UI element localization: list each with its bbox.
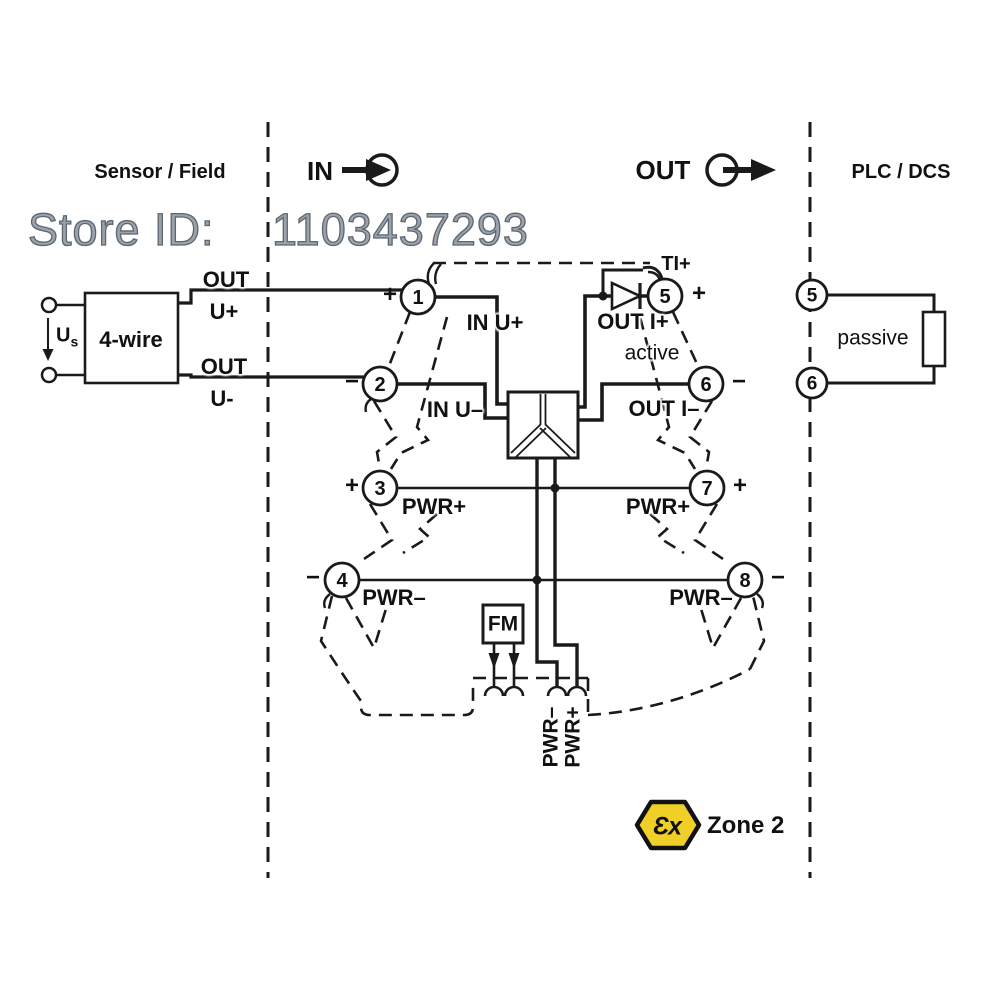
out-i-minus-label: OUT I–: [628, 396, 700, 421]
supply-voltage-subscript: s: [70, 333, 79, 350]
terminal-6: [687, 365, 725, 403]
fm-arrowhead-right: [508, 653, 520, 669]
out-i-plus-label: OUT I+: [597, 309, 669, 334]
in-zone-label: IN: [307, 156, 333, 186]
terminal-3-sign: +: [344, 472, 360, 499]
zone-2-label: Zone 2: [707, 812, 785, 839]
junction-dot-pwr-plus: [550, 483, 560, 493]
terminal-2: [361, 365, 399, 403]
ex-hexagon: [634, 799, 702, 851]
sensor-out-u-minus-wire: [178, 373, 366, 379]
out-arrowhead: [751, 159, 776, 181]
pwr-minus-bottom-label: PWR–: [539, 706, 563, 768]
plc-terminal-6: [795, 366, 829, 400]
in-u-minus-wire: [397, 382, 508, 420]
supply-voltage-symbol: U: [56, 324, 71, 347]
terminal-7-sign: +: [732, 472, 748, 499]
out-zone-label: OUT: [635, 155, 691, 185]
terminal-3-number: 3: [374, 478, 386, 500]
terminal-1-number: 1: [412, 287, 424, 309]
watermark-store-id-value: 1103437293: [271, 204, 529, 255]
fm-label: FM: [487, 612, 519, 636]
plc-dcs-zone-label: PLC / DCS: [851, 161, 951, 183]
terminal-1-sign: +: [382, 281, 398, 308]
watermark-store-id: Store ID:: [27, 204, 215, 255]
four-wire-sensor-box: [83, 291, 180, 385]
isolation-symbol: [510, 394, 576, 458]
sensor-out-bottom-label: OUT: [200, 354, 248, 379]
left-connector-outline-dashed: [319, 311, 766, 717]
terminal-3: [361, 469, 399, 507]
out-i-minus-wire: [578, 382, 689, 422]
pwr-minus-left-label: PWR–: [362, 585, 426, 610]
ti-plus-label: TI+: [661, 253, 691, 275]
isolator-box: [506, 390, 580, 460]
fm-arrowhead-left: [488, 653, 500, 669]
pwr-plus-bottom-label: PWR+: [561, 706, 585, 768]
pwr-minus-drop-wire: [535, 458, 559, 687]
fm-wires: [492, 643, 516, 687]
pwr-plus-drop-wire: [553, 458, 579, 687]
right-connector-inner-dashed: [638, 316, 743, 652]
sensor-u-minus-label: U-: [210, 386, 234, 411]
sensor-out-u-plus-wire: [178, 288, 403, 305]
terminal-4-sign: −: [305, 564, 321, 591]
terminal-5: [646, 277, 684, 315]
sensor-lead-wires: [56, 303, 85, 377]
plug-contact-sockets: [483, 685, 588, 697]
pwr-plus-left-label: PWR+: [401, 494, 467, 519]
right-connector-outline-dashed: [671, 311, 730, 565]
pwr-plus-right-label: PWR+: [625, 494, 691, 519]
supply-voltage-arrowhead: [42, 349, 54, 361]
plc-load-resistor: [921, 310, 947, 368]
terminal-5-sign: +: [691, 280, 707, 307]
four-wire-label: 4-wire: [99, 327, 163, 352]
junction-dot-pwr-minus: [532, 575, 542, 585]
terminal-2-number: 2: [374, 374, 386, 396]
terminal-7-number: 7: [701, 478, 713, 500]
in-u-plus-label: IN U+: [466, 310, 524, 335]
ex-icon: Ɛx: [653, 812, 682, 841]
fm-box: [481, 603, 525, 645]
diode-symbol: [610, 280, 644, 312]
junction-dot-out: [598, 291, 608, 301]
terminal-7: [688, 469, 726, 507]
plc-terminal-5: [795, 278, 829, 312]
left-connector-inner-dashed: [344, 316, 449, 652]
in-arrowhead: [366, 159, 391, 181]
in-u-plus-wire: [435, 295, 508, 406]
terminal-8-sign: −: [770, 564, 786, 591]
terminal-8-number: 8: [739, 570, 751, 592]
sensor-terminal-top: [40, 296, 58, 314]
active-label: active: [624, 341, 680, 365]
in-u-minus-label: IN U–: [426, 397, 484, 422]
sensor-field-zone-label: Sensor / Field: [94, 161, 226, 183]
plc-terminal-6-number: 6: [806, 373, 818, 395]
passive-label: passive: [837, 326, 909, 350]
plc-loop-wires: [827, 293, 936, 385]
supply-voltage-label: Us: [56, 326, 78, 349]
ti-branch-wire: [601, 268, 643, 296]
terminal-6-number: 6: [700, 374, 712, 396]
terminal-8: [726, 561, 764, 599]
terminal-4: [323, 561, 361, 599]
sensor-terminal-bottom: [40, 366, 58, 384]
sensor-u-plus-label: U+: [209, 299, 239, 324]
terminal-1: [399, 278, 437, 316]
terminal-5-number: 5: [659, 286, 671, 308]
sensor-out-top-label: OUT: [202, 267, 250, 292]
plc-terminal-5-number: 5: [806, 285, 818, 307]
terminal-6-sign: −: [731, 368, 747, 395]
terminal-2-sign: −: [344, 368, 360, 395]
pwr-minus-right-label: PWR–: [669, 585, 733, 610]
terminal-4-number: 4: [336, 570, 348, 592]
